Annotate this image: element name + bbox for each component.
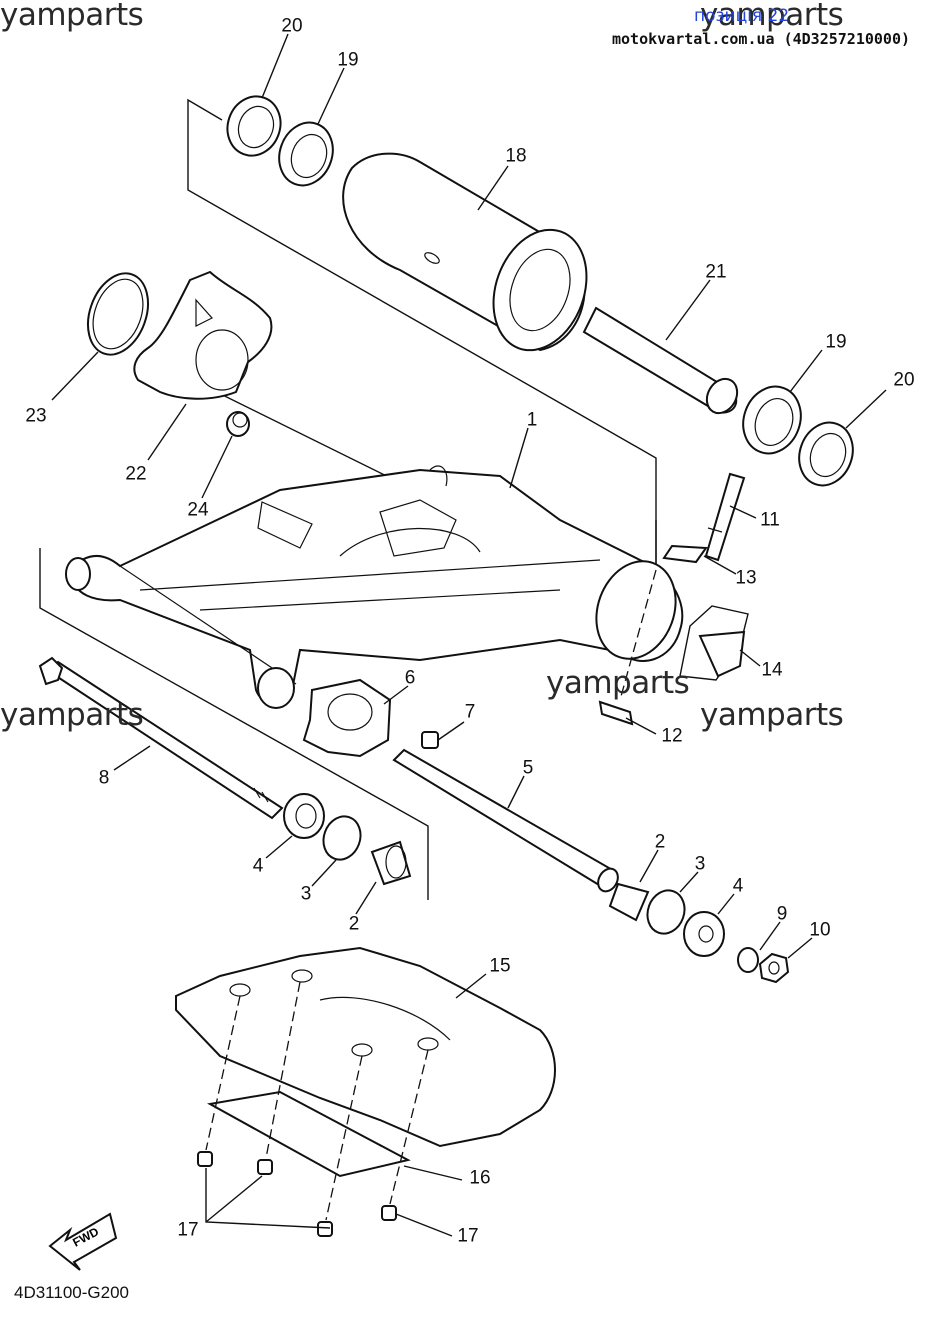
callout-3-left: 3 xyxy=(300,883,312,905)
callout-18: 18 xyxy=(505,145,527,167)
callout-6: 6 xyxy=(404,667,416,689)
callout-22: 22 xyxy=(125,463,147,485)
bushing-2-left xyxy=(370,840,412,886)
screw-7 xyxy=(421,731,439,749)
callout-16: 16 xyxy=(469,1167,491,1189)
callout-4-right: 4 xyxy=(732,875,744,897)
callout-20-top: 20 xyxy=(281,15,303,37)
leader-lines xyxy=(51,33,887,1237)
cover-6 xyxy=(302,678,392,758)
diagram-code: 4D31100-G200 xyxy=(14,1283,129,1302)
callout-4-left: 4 xyxy=(252,855,264,877)
callout-7: 7 xyxy=(464,701,476,723)
bearing-top xyxy=(278,121,334,187)
washer-4-right xyxy=(683,911,725,957)
callout-24: 24 xyxy=(187,499,209,521)
watermark-top-right: yamparts xyxy=(700,0,844,33)
pad-14 xyxy=(679,605,749,681)
plate-16 xyxy=(207,1090,411,1178)
callout-9: 9 xyxy=(776,903,788,925)
watermark-mid-right: yamparts xyxy=(700,697,844,733)
watermark-mid-left: yamparts xyxy=(0,697,144,733)
callout-17-right: 17 xyxy=(457,1225,479,1247)
collar-24 xyxy=(226,411,250,437)
callout-10: 10 xyxy=(809,919,831,941)
callout-5: 5 xyxy=(522,757,534,779)
nut-10 xyxy=(758,952,790,984)
pivot-shaft-21 xyxy=(582,306,739,415)
watermark-mid-center: yamparts xyxy=(546,665,690,701)
callout-3-right: 3 xyxy=(694,853,706,875)
site-reference: motokvartal.com.ua (4D3257210000) xyxy=(612,30,911,48)
plate-13 xyxy=(662,544,708,564)
nut-plate-12 xyxy=(598,700,634,726)
callout-2-right: 2 xyxy=(654,831,666,853)
swingarm-frame xyxy=(65,465,684,709)
pivot-bolt-8 xyxy=(38,656,284,820)
callout-15: 15 xyxy=(489,955,511,977)
callout-23: 23 xyxy=(25,405,47,427)
callout-2-left: 2 xyxy=(348,913,360,935)
fastener-dashed-lines xyxy=(205,569,657,1221)
bushing-2-right xyxy=(608,882,650,922)
callout-20-right: 20 xyxy=(893,369,915,391)
oil-seal-top xyxy=(226,95,282,157)
callout-11: 11 xyxy=(760,509,780,531)
callout-19-right: 19 xyxy=(825,331,847,353)
seal-3-left xyxy=(322,815,362,861)
hub-sleeve xyxy=(342,152,588,352)
circlip-23 xyxy=(87,272,149,356)
callout-14: 14 xyxy=(761,659,783,681)
fwd-arrow-icon xyxy=(48,1212,118,1271)
callout-13: 13 xyxy=(735,567,757,589)
oil-seal-right xyxy=(798,421,854,487)
seal-3-right xyxy=(646,889,686,935)
callout-17-left: 17 xyxy=(177,1219,199,1241)
bearing-right xyxy=(742,385,802,455)
watermark-top-left: yamparts xyxy=(0,0,144,33)
callout-8: 8 xyxy=(98,767,110,789)
callout-12: 12 xyxy=(661,725,683,747)
washer-9 xyxy=(737,947,759,973)
shaft-5 xyxy=(392,748,619,893)
bolts-17 xyxy=(197,1151,397,1237)
callout-19-top: 19 xyxy=(337,49,359,71)
bolt-11 xyxy=(704,472,746,562)
washer-4-left xyxy=(283,793,325,839)
position-link[interactable]: позиція 22 xyxy=(694,6,790,26)
callout-21: 21 xyxy=(705,261,727,283)
callout-1: 1 xyxy=(526,409,538,431)
bracket-22 xyxy=(133,270,273,400)
skid-plate-15 xyxy=(175,946,556,1148)
